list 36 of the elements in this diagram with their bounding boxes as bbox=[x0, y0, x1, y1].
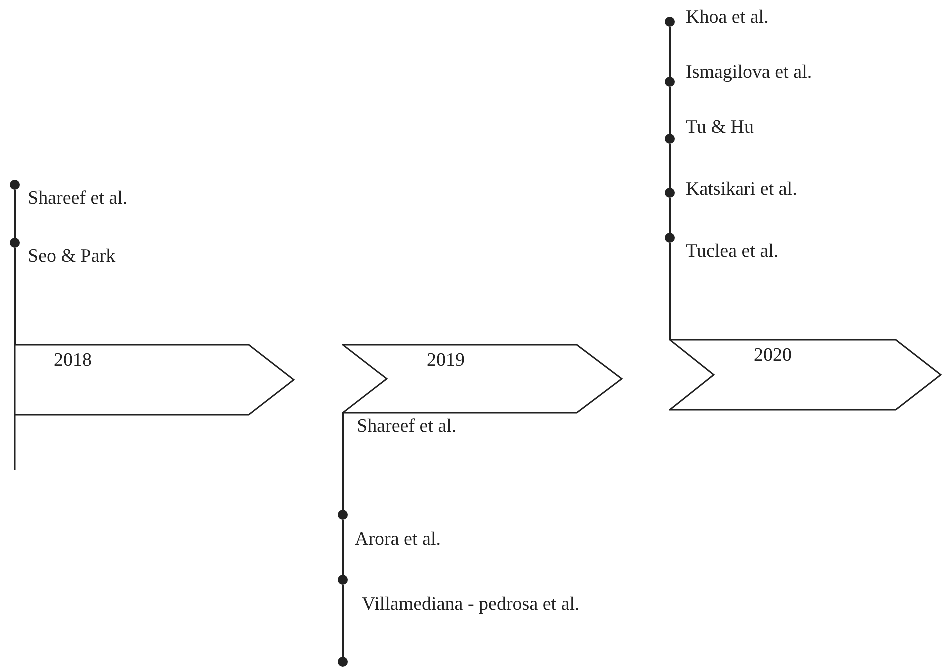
timeline-stem bbox=[14, 190, 16, 238]
timeline-dot bbox=[338, 657, 348, 667]
author-name: Villamediana - pedrosa et al. bbox=[362, 594, 580, 616]
year-chevron bbox=[669, 339, 943, 411]
timeline-dot bbox=[665, 188, 675, 198]
author-name: Tu & Hu bbox=[686, 117, 754, 139]
timeline-stem bbox=[669, 27, 671, 77]
timeline-stem bbox=[14, 248, 16, 345]
timeline-dot bbox=[665, 134, 675, 144]
timeline-stem bbox=[342, 585, 344, 657]
author-name: Arora et al. bbox=[355, 529, 441, 551]
timeline-stem bbox=[669, 144, 671, 188]
timeline-dot bbox=[665, 77, 675, 87]
author-name: Tuclea et al. bbox=[686, 241, 779, 263]
timeline-stem bbox=[669, 198, 671, 233]
timeline-dot bbox=[338, 510, 348, 520]
timeline-dot bbox=[10, 180, 20, 190]
year-chevron bbox=[14, 344, 296, 471]
timeline-stem bbox=[342, 520, 344, 575]
timeline-stem bbox=[669, 243, 671, 340]
author-name: Katsikari et al. bbox=[686, 179, 798, 201]
author-name: Ismagilova et al. bbox=[686, 62, 812, 84]
timeline-dot bbox=[665, 17, 675, 27]
timeline-dot bbox=[10, 238, 20, 248]
year-label: 2019 bbox=[427, 350, 465, 372]
timeline-stem bbox=[669, 87, 671, 134]
author-name: Shareef et al. bbox=[357, 416, 457, 438]
timeline-dot bbox=[665, 233, 675, 243]
author-name: Seo & Park bbox=[28, 246, 116, 268]
timeline-stem bbox=[342, 413, 344, 510]
year-label: 2020 bbox=[754, 345, 792, 367]
author-name: Khoa et al. bbox=[686, 7, 769, 29]
year-chevron bbox=[342, 344, 624, 414]
author-name: Shareef et al. bbox=[28, 188, 128, 210]
year-label: 2018 bbox=[54, 350, 92, 372]
timeline-dot bbox=[338, 575, 348, 585]
